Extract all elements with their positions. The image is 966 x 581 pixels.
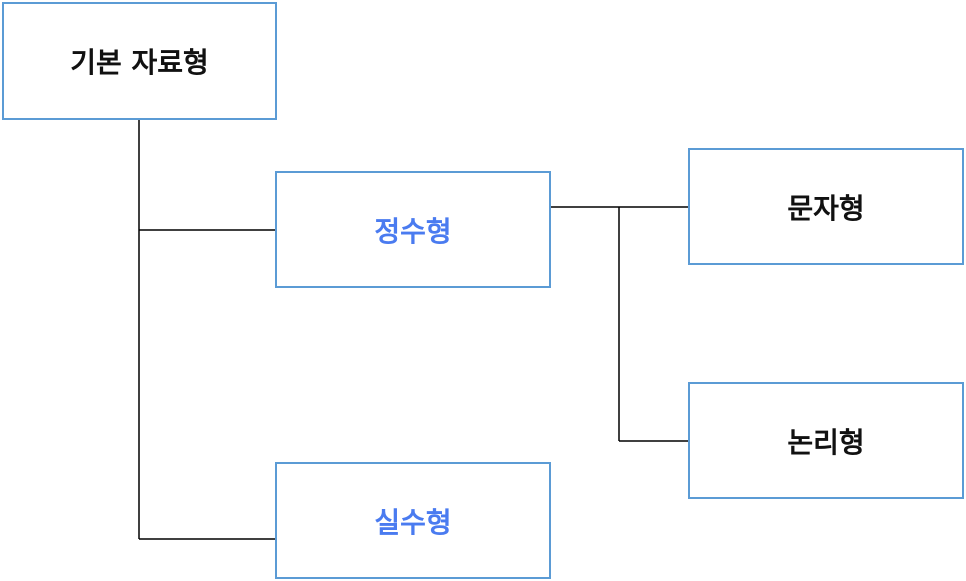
node-basic-data-type-label: 기본 자료형 bbox=[70, 46, 209, 79]
node-integer-type-label: 정수형 bbox=[374, 214, 452, 248]
node-character-type: 문자형 bbox=[688, 148, 964, 265]
node-boolean-type: 논리형 bbox=[688, 382, 964, 499]
node-real-type-label: 실수형 bbox=[374, 505, 452, 539]
node-boolean-type-label: 논리형 bbox=[787, 425, 865, 459]
node-character-type-label: 문자형 bbox=[787, 191, 865, 225]
node-basic-data-type: 기본 자료형 bbox=[2, 2, 277, 120]
node-integer-type: 정수형 bbox=[275, 171, 551, 288]
node-real-type: 실수형 bbox=[275, 462, 551, 579]
